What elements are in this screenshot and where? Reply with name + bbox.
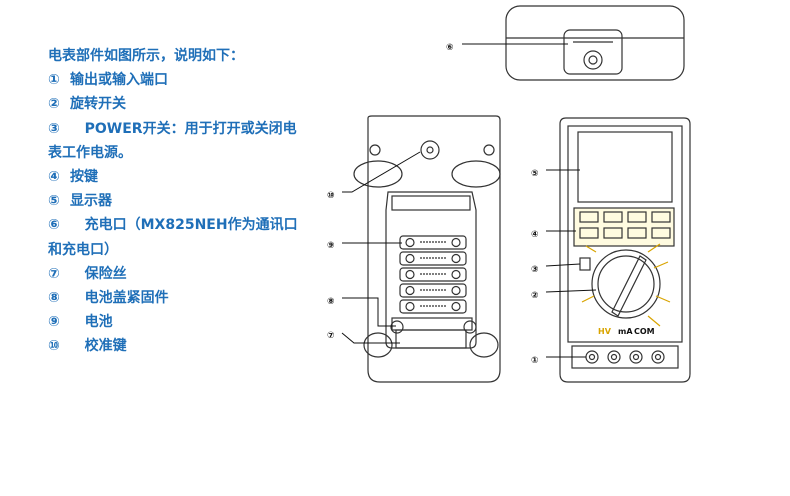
dial-mark-hv: HV xyxy=(598,327,612,336)
top-view-body xyxy=(505,5,685,81)
legend-item-1: ① 输出或输入端口 xyxy=(48,68,310,92)
legend-item-10: ⑩ 校准键 xyxy=(48,334,310,358)
legend-text: 保险丝 xyxy=(84,265,127,282)
leader-8 xyxy=(342,297,396,327)
legend-text: 校准键 xyxy=(84,338,127,355)
legend-text: 显示器 xyxy=(70,193,112,210)
callout-4: ④ xyxy=(531,230,539,240)
callout-3: ③ xyxy=(531,265,539,275)
legend-text: 按键 xyxy=(70,169,98,186)
legend-num: ⑥ xyxy=(48,217,60,234)
callout-2: ② xyxy=(531,291,539,301)
legend-text: 输出或输入端口 xyxy=(70,72,168,89)
legend-num: ② xyxy=(48,96,60,113)
legend-intro: 电表部件如图所示，说明如下： xyxy=(48,48,244,64)
keypad xyxy=(573,207,675,247)
legend-text: 电池盖紧固件 xyxy=(84,290,169,307)
parts-legend: 电表部件如图所示，说明如下： ① 输出或输入端口 ② 旋转开关 ③ POWER开关：… xyxy=(48,44,310,359)
battery-stack xyxy=(399,235,467,314)
com-label: COM xyxy=(634,327,655,336)
legend-num: ⑨ xyxy=(48,314,60,331)
legend-item-6: ⑥ 充电口（MX825NEH作为通讯口和充电口） xyxy=(48,213,310,261)
legend-item-2: ② 旋转开关 xyxy=(48,92,310,116)
front-view xyxy=(559,117,691,383)
legend-item-4: ④ 按键 xyxy=(48,165,310,189)
legend-text: 旋转开关 xyxy=(70,96,126,113)
back-view xyxy=(353,115,501,383)
display-screen xyxy=(577,131,673,203)
legend-num: ⑤ xyxy=(48,193,60,210)
callout-10: ⑩ xyxy=(327,191,335,201)
legend-text: POWER开关：用于打开或关闭电表工作电源。 xyxy=(48,120,297,161)
calibration-key-icon xyxy=(420,140,440,160)
callout-9: ⑨ xyxy=(327,241,335,251)
legend-item-3: ③ POWER开关：用于打开或关闭电表工作电源。 xyxy=(48,117,310,165)
leader-7 xyxy=(341,332,400,344)
terminals xyxy=(571,345,679,369)
callout-8: ⑧ xyxy=(327,297,335,307)
callout-5: ⑤ xyxy=(531,169,539,179)
battery-cover-screw-icon xyxy=(390,320,404,334)
callout-7: ⑦ xyxy=(327,331,335,341)
legend-item-7: ⑦ 保险丝 xyxy=(48,262,310,286)
legend-num: ⑦ xyxy=(48,265,60,282)
callout-1: ① xyxy=(531,356,539,366)
legend-text: 充电口（MX825NEH作为通讯口和充电口） xyxy=(48,217,298,258)
leader-10 xyxy=(342,151,421,193)
power-switch xyxy=(579,257,591,271)
legend-text: 电池 xyxy=(84,314,113,331)
legend-item-9: ⑨ 电池 xyxy=(48,310,310,334)
legend-num: ⑩ xyxy=(48,338,60,355)
legend-num: ③ xyxy=(48,120,60,137)
leader-3 xyxy=(545,263,581,267)
rotary-switch xyxy=(581,243,671,327)
ma-label: mA xyxy=(618,327,633,336)
legend-num: ⑧ xyxy=(48,290,60,307)
legend-num: ④ xyxy=(48,169,60,186)
leader-2 xyxy=(545,289,597,293)
legend-item-5: ⑤ 显示器 xyxy=(48,189,310,213)
legend-num: ① xyxy=(48,72,60,89)
top-view xyxy=(505,5,685,81)
legend-item-8: ⑧ 电池盖紧固件 xyxy=(48,286,310,310)
callout-6: ⑥ xyxy=(446,43,454,53)
